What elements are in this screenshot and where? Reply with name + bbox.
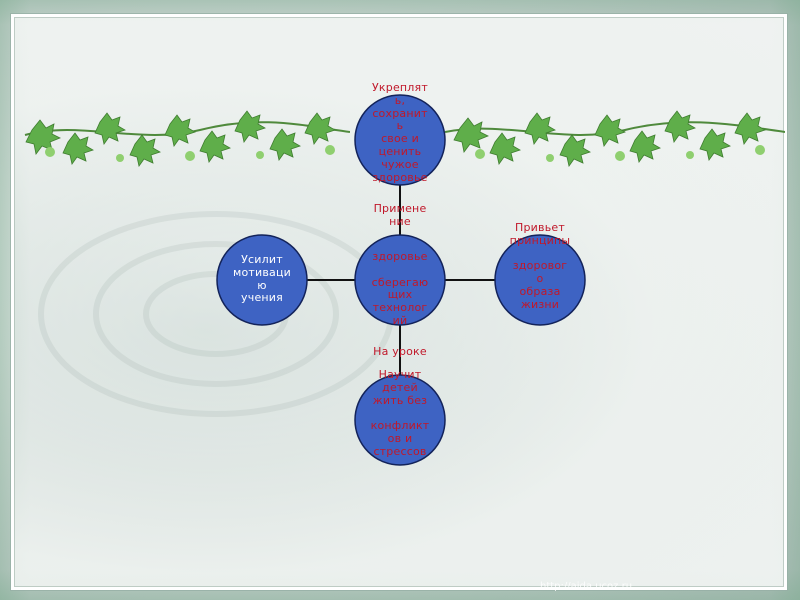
- label-top-line: ценить: [378, 144, 422, 158]
- label-center-above-line: Примене: [373, 202, 427, 215]
- label-right-line: жизни: [520, 297, 560, 311]
- label-right-line: Привьет: [515, 221, 565, 234]
- label-left-line: учения: [241, 291, 283, 305]
- label-top-line: ь,: [394, 93, 406, 107]
- label-center-below: На уроке: [355, 345, 445, 359]
- connector-lines: [307, 185, 495, 375]
- label-top-line: Укреплят: [372, 81, 428, 94]
- label-right: Привьет принципы здоровог о образа жизни: [495, 221, 585, 312]
- label-center-above: Примене ние: [355, 202, 445, 229]
- label-right-line: образа: [519, 284, 561, 298]
- label-left-line: ю: [257, 278, 267, 292]
- circle-right: [494, 234, 586, 326]
- label-top-line: свое и: [381, 132, 419, 146]
- label-bottom-line: ов и: [387, 431, 413, 445]
- label-bottom-line: жить без: [372, 393, 428, 407]
- label-center-above-line: ние: [389, 214, 411, 228]
- label-bottom: Научит детей жить без конфликт ов и стре…: [355, 368, 445, 459]
- label-top-line: чужое: [381, 157, 419, 171]
- label-top-line: ь: [396, 119, 404, 133]
- label-right-line: здоровог: [512, 259, 568, 273]
- label-bottom-line: стрессов: [373, 444, 427, 458]
- label-top-line: сохранит: [372, 106, 428, 120]
- label-center-line: здоровье: [372, 250, 428, 263]
- label-right-line: принципы: [509, 233, 571, 247]
- circle-left: [216, 234, 308, 326]
- label-center-line: технолог: [372, 301, 428, 315]
- label-bottom-line: детей: [382, 380, 418, 394]
- circle-bottom: [354, 374, 446, 466]
- label-bottom-line: конфликт: [370, 419, 430, 433]
- label-left-line: Усилит: [241, 253, 283, 266]
- label-center-line: ий: [392, 313, 408, 327]
- label-top: Укреплят ь, сохранит ь свое и ценить чуж…: [355, 81, 445, 184]
- label-top-line: здоровье: [372, 170, 428, 184]
- label-center-line: сберегаю: [371, 275, 429, 289]
- label-left-line: мотиваци: [232, 265, 292, 279]
- watermark-url: http://aida.ucoz.ru: [540, 581, 633, 592]
- label-center-line: щих: [387, 288, 413, 302]
- label-left: Усилит мотиваци ю учения: [217, 253, 307, 305]
- label-right-line: о: [536, 272, 544, 286]
- label-bottom-line: Научит: [378, 368, 422, 381]
- label-center-below-line: На уроке: [373, 345, 427, 358]
- circle-top: [354, 94, 446, 186]
- vine-garland-right: [445, 110, 785, 167]
- circle-center: [354, 234, 446, 326]
- vine-garland-left: [24, 110, 350, 167]
- label-center-line: [355, 264, 445, 277]
- label-center: здоровье сберегаю щих технолог ий: [355, 250, 445, 328]
